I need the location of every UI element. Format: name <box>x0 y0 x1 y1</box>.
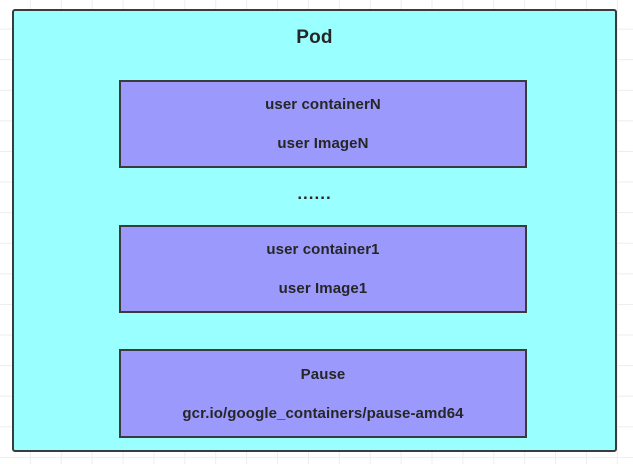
pod-box: Pod user containerN user ImageN ...... u… <box>12 9 617 452</box>
container-name-label: Pause <box>300 365 346 383</box>
container-image-label: user ImageN <box>277 135 369 152</box>
ellipsis-label: ...... <box>297 184 332 203</box>
container-name-label: user container1 <box>266 241 380 258</box>
container-box-user-containerN: user containerN user ImageN <box>119 80 527 168</box>
pod-title: Pod <box>296 27 333 48</box>
container-box-pause: Pause gcr.io/google_containers/pause-amd… <box>119 349 527 438</box>
container-image-label: gcr.io/google_containers/pause-amd64 <box>182 404 464 422</box>
container-image-label: user Image1 <box>278 280 368 297</box>
container-name-label: user containerN <box>265 96 381 113</box>
container-box-user-container1: user container1 user Image1 <box>119 225 527 313</box>
